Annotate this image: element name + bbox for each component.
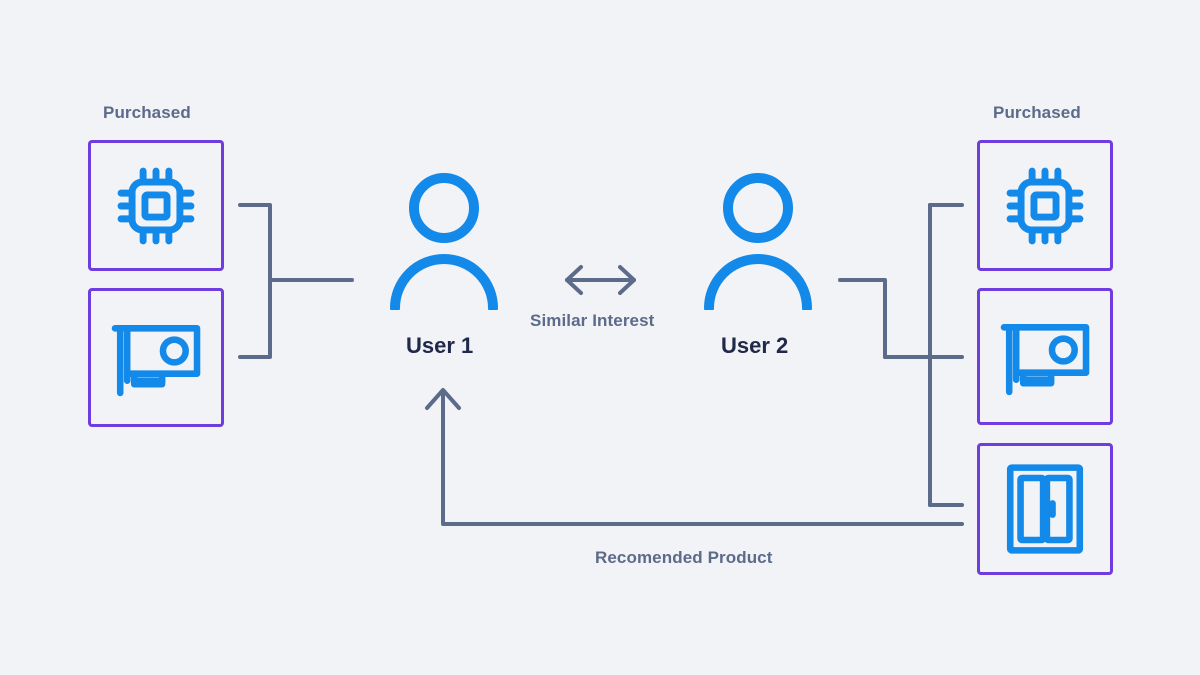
user2-label: User 2 xyxy=(721,333,789,358)
arrow-up-icon xyxy=(425,388,461,410)
right-product-card-processor[interactable] xyxy=(977,140,1113,271)
left-purchased-heading: Purchased xyxy=(103,103,191,122)
similar-interest-label: Similar Interest xyxy=(530,311,655,330)
user1-avatar[interactable] xyxy=(385,170,503,315)
user1-label: User 1 xyxy=(406,333,474,358)
recommendation-path xyxy=(441,390,964,526)
left-product-card-graphics-card[interactable] xyxy=(88,288,224,427)
left-product-card-processor[interactable] xyxy=(88,140,224,271)
cabinet-icon xyxy=(1004,462,1086,556)
right-product-card-cabinet[interactable] xyxy=(977,443,1113,575)
cpu-chip-icon xyxy=(110,160,202,252)
cpu-chip-icon xyxy=(999,160,1091,252)
user2-avatar[interactable] xyxy=(699,170,817,315)
graphics-card-icon xyxy=(997,314,1093,400)
double-arrow-right-head xyxy=(618,265,636,295)
right-product-card-graphics-card[interactable] xyxy=(977,288,1113,425)
left-bracket-path xyxy=(238,203,272,359)
recommended-product-label: Recomended Product xyxy=(595,548,773,567)
double-arrow-left-head xyxy=(565,265,583,295)
graphics-card-icon xyxy=(108,315,204,401)
user2-to-spine xyxy=(838,278,887,359)
right-purchased-heading: Purchased xyxy=(993,103,1081,122)
